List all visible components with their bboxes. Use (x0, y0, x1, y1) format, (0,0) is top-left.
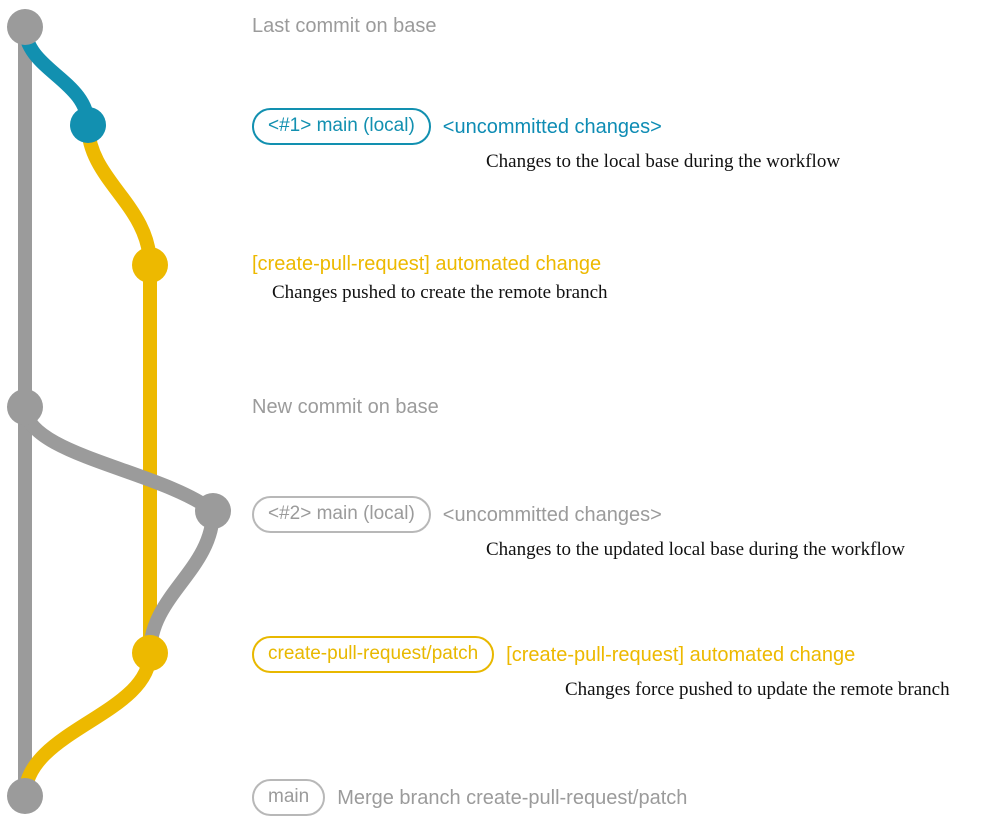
commit-row-last-commit-on-base: Last commit on base (252, 14, 981, 38)
branch-line-patch-merge (18, 646, 157, 803)
row-head: Last commit on base (252, 14, 981, 38)
ref-pill-local-2[interactable]: <#2> main (local) (252, 496, 431, 533)
branch-line-patch-create (81, 118, 157, 272)
commit-node-new-commit-on-base[interactable] (7, 389, 43, 425)
commit-node-automated-change-update[interactable] (132, 635, 168, 671)
commit-row-merge-branch: main Merge branch create-pull-request/pa… (252, 779, 981, 816)
commit-subject: <uncommitted changes> (442, 503, 662, 526)
commit-node-merge-branch[interactable] (7, 778, 43, 814)
ref-pill-local-1[interactable]: <#1> main (local) (252, 108, 431, 145)
commit-subject: [create-pull-request] automated change (252, 253, 602, 275)
commit-subject: New commit on base (252, 396, 439, 418)
row-head: <#2> main (local) <uncommitted changes> (252, 496, 981, 533)
ref-pill-patch[interactable]: create-pull-request/patch (252, 636, 495, 673)
commit-node-last-commit-on-base[interactable] (7, 9, 43, 45)
commit-subject: Merge branch create-pull-request/patch (337, 786, 688, 809)
commit-row-automated-change-create: [create-pull-request] automated change C… (252, 252, 981, 304)
ref-pill-main[interactable]: main (252, 779, 326, 816)
row-head: New commit on base (252, 395, 981, 419)
commit-subject: Last commit on base (252, 15, 437, 37)
commit-row-local-uncommitted-1: <#1> main (local) <uncommitted changes> … (252, 108, 981, 173)
row-head: create-pull-request/patch [create-pull-r… (252, 636, 981, 673)
commit-description: Changes to the updated local base during… (486, 539, 905, 560)
row-head: main Merge branch create-pull-request/pa… (252, 779, 981, 816)
commit-subject: [create-pull-request] automated change (506, 643, 856, 666)
commit-node-automated-change-create[interactable] (132, 247, 168, 283)
branch-line-local-2-merge (143, 504, 220, 660)
git-commit-graph (7, 9, 231, 814)
commit-row-new-commit-on-base: New commit on base (252, 395, 981, 419)
commit-subject: <uncommitted changes> (442, 115, 662, 138)
commit-description: Changes force pushed to update the remot… (565, 679, 950, 700)
commit-description: Changes pushed to create the remote bran… (272, 282, 608, 303)
commit-row-automated-change-update: create-pull-request/patch [create-pull-r… (252, 636, 981, 701)
commit-node-local-uncommitted-1[interactable] (70, 107, 106, 143)
commit-description: Changes to the local base during the wor… (486, 151, 841, 172)
commit-node-local-uncommitted-2[interactable] (195, 493, 231, 529)
commit-row-local-uncommitted-2: <#2> main (local) <uncommitted changes> … (252, 496, 981, 561)
row-head: [create-pull-request] automated change (252, 252, 981, 276)
row-head: <#1> main (local) <uncommitted changes> (252, 108, 981, 145)
